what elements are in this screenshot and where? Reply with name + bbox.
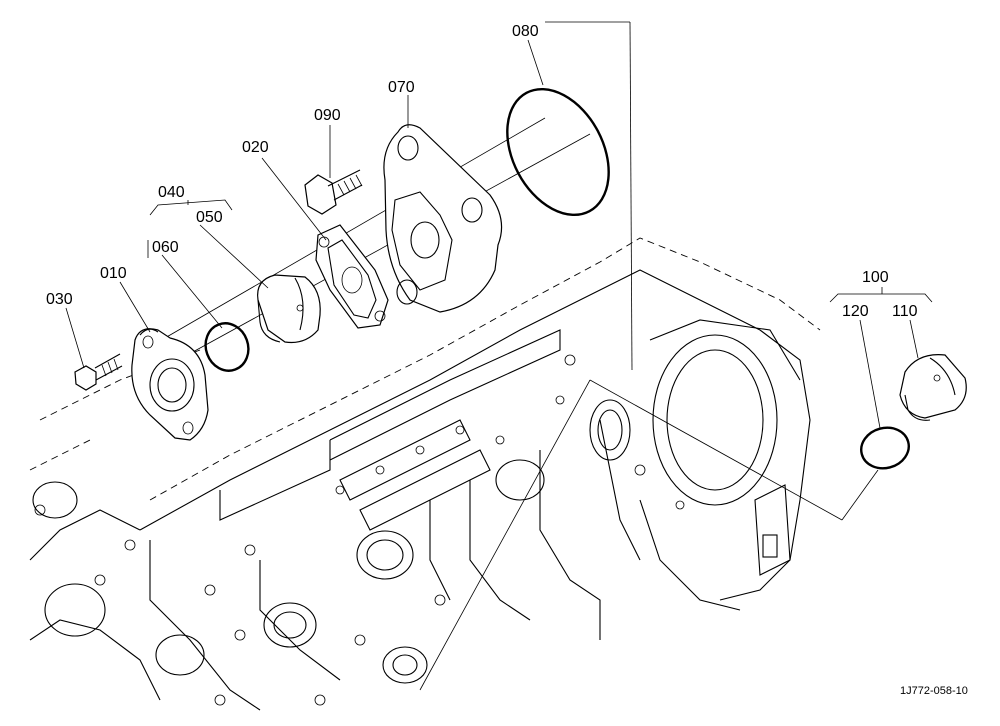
label-010: 010 xyxy=(100,265,127,282)
o-ring-080 xyxy=(506,87,610,217)
label-060: 060 xyxy=(152,239,179,256)
assembly-axis-lines xyxy=(157,21,879,691)
o-ring-120 xyxy=(860,426,910,470)
callout-labels: 080 070 090 020 040 050 060 010 030 100 … xyxy=(46,23,968,697)
label-040: 040 xyxy=(158,184,185,201)
label-120: 120 xyxy=(842,303,869,320)
label-080: 080 xyxy=(512,23,539,40)
flange-housing-010 xyxy=(131,328,209,441)
label-070: 070 xyxy=(388,79,415,96)
cover-plate-070 xyxy=(383,124,503,313)
label-020: 020 xyxy=(242,139,269,156)
label-100-visible: 100 xyxy=(862,269,889,286)
filler-cap-110 xyxy=(899,354,967,421)
label-110: 110 xyxy=(892,303,918,320)
label-050: 050 xyxy=(196,209,223,226)
o-ring-060 xyxy=(204,322,250,372)
leader-lines xyxy=(65,39,933,429)
plug-050 xyxy=(257,274,321,344)
label-090: 090 xyxy=(314,107,341,124)
bolt-030 xyxy=(74,353,123,391)
label-030: 030 xyxy=(46,291,73,308)
bolt-090 xyxy=(304,169,363,215)
engine-block xyxy=(29,237,821,711)
figure-reference-code: 1J772-058-10 xyxy=(900,685,968,697)
gasket-020 xyxy=(315,224,389,329)
